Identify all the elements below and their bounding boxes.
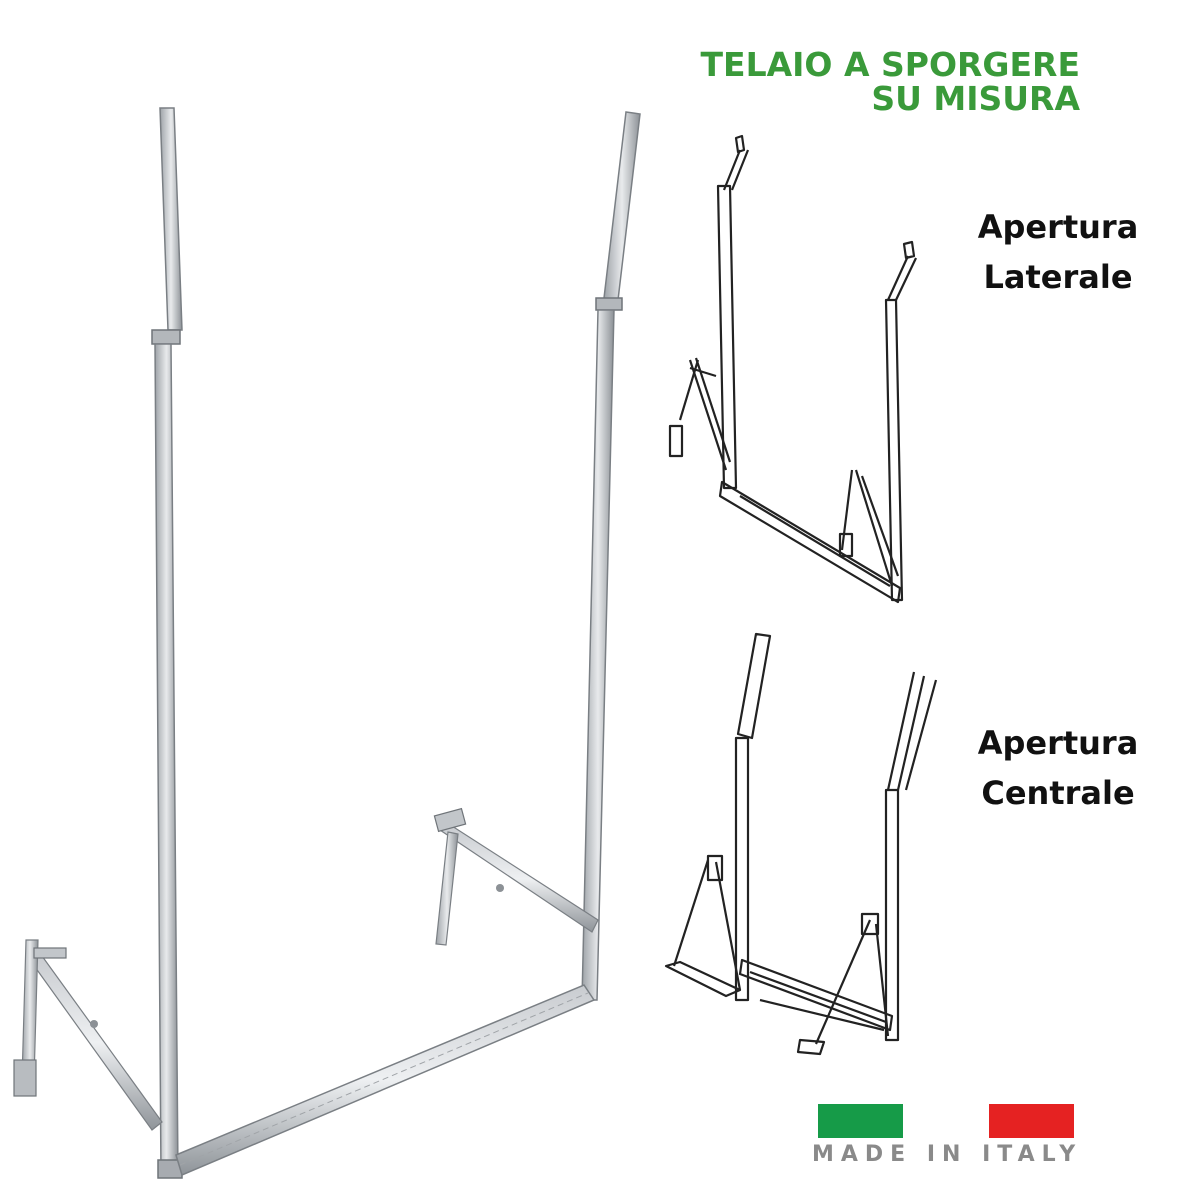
label-central-opening: Apertura Centrale [948, 718, 1168, 818]
title-line-2: SU MISURA [871, 79, 1080, 118]
right-strut [433, 807, 599, 946]
label-lateral-opening: Apertura Laterale [948, 202, 1168, 302]
title-line-1: TELAIO A SPORGERE [700, 45, 1080, 84]
page-title: TELAIO A SPORGERE SU MISURA [701, 48, 1080, 116]
made-in-italy-text: MADE IN ITALY [812, 1142, 1083, 1167]
flag-stripe-white [903, 1104, 989, 1138]
label-lateral-line-2: Laterale [983, 258, 1133, 296]
label-lateral-line-1: Apertura [977, 208, 1139, 246]
bottom-rail [175, 984, 596, 1177]
flag-stripe-red [988, 1104, 1074, 1138]
label-central-line-2: Centrale [981, 774, 1135, 812]
label-central-line-1: Apertura [977, 724, 1139, 762]
left-strut [13, 939, 163, 1131]
italian-flag [818, 1104, 1074, 1138]
right-upright [581, 111, 641, 1001]
left-upright [151, 107, 183, 1179]
flag-stripe-green [818, 1104, 904, 1138]
